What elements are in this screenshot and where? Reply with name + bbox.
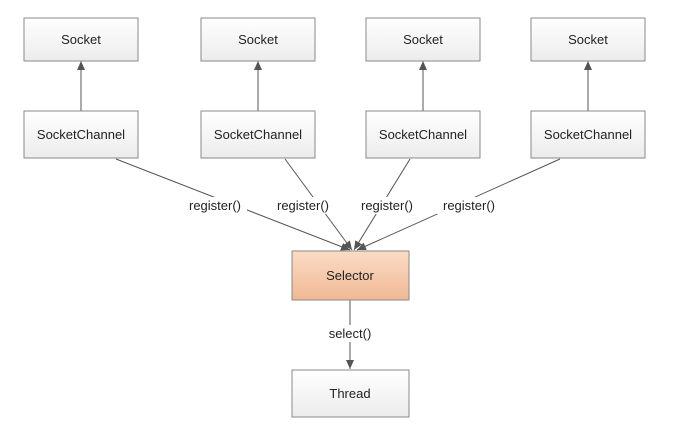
register-label-2: register() [277,198,329,213]
socket-box-1 [23,17,139,62]
thread-box [291,369,410,418]
socketchannel-box-2 [200,110,316,159]
thread-label: Thread [329,386,370,401]
register-label-bg-3 [355,197,419,214]
socket-box-4 [530,17,646,62]
register-label-3: register() [361,198,413,213]
socketchannel-label-1: SocketChannel [37,127,125,142]
socketchannel-label-3: SocketChannel [379,127,467,142]
socketchannel-label-4: SocketChannel [544,127,632,142]
selector-label: Selector [326,268,374,283]
socketchannel-box-1 [23,110,139,159]
socket-label-3: Socket [403,32,443,47]
socketchannel-box-4 [530,110,646,159]
socket-label-4: Socket [568,32,608,47]
socketchannel-box-3 [365,110,481,159]
socketchannel-label-2: SocketChannel [214,127,302,142]
register-label-1: register() [189,198,241,213]
selector-box [291,250,410,301]
socket-box-2 [200,17,316,62]
select-label: select() [329,326,372,341]
register-label-bg-4 [437,197,501,214]
socket-label-1: Socket [61,32,101,47]
register-label-bg-2 [271,197,335,214]
socket-box-3 [365,17,481,62]
register-label-4: register() [443,198,495,213]
select-label-bg [320,325,380,342]
socket-label-2: Socket [238,32,278,47]
register-label-bg-1 [183,197,247,214]
